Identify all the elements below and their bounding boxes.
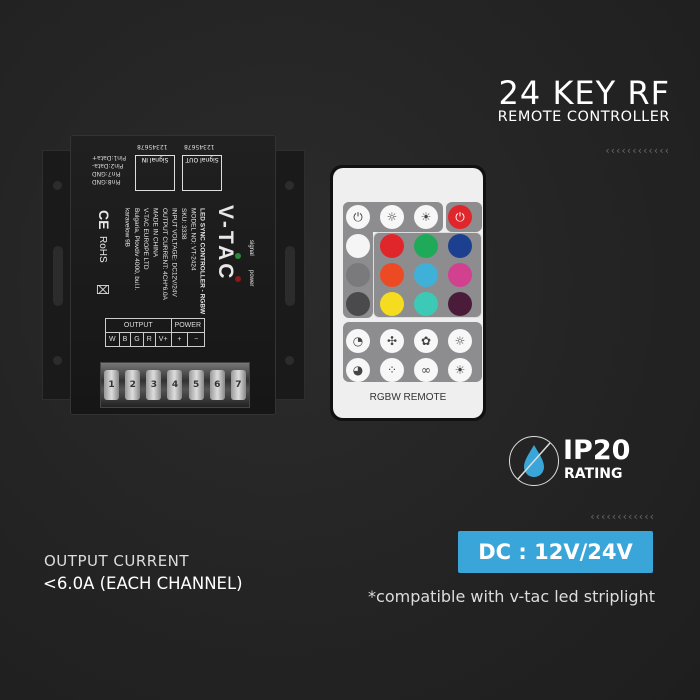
color-key[interactable]	[380, 263, 404, 287]
terminal-screw[interactable]: 6	[209, 370, 225, 400]
color-key[interactable]	[448, 263, 472, 287]
power-off-icon[interactable]: ⏻	[346, 205, 370, 229]
device-label: LED SYNC CONTROLLER - RGBW MODEL NO: VT-…	[123, 208, 206, 315]
terminal-screw[interactable]: 2	[125, 370, 141, 400]
terminal-screw[interactable]: 7	[230, 370, 246, 400]
color-key[interactable]	[346, 234, 370, 258]
mode-fan-icon[interactable]: ✣	[380, 329, 404, 353]
subtitle: REMOTE CONTROLLER	[497, 109, 670, 125]
terminal-screw[interactable]: 3	[146, 370, 162, 400]
ip-rating-label: RATING	[564, 466, 623, 482]
port-pins-in: 12345678	[137, 143, 168, 150]
port-pins-out: 12345678	[184, 143, 215, 150]
color-key[interactable]	[380, 234, 404, 258]
terminal-block[interactable]: 1 2 3 4 5 6 7	[100, 362, 250, 408]
signal-label: signal	[248, 240, 254, 256]
title: 24 KEY RF	[498, 74, 670, 112]
brightness-up-icon[interactable]: ☼	[380, 205, 404, 229]
color-key[interactable]	[414, 292, 438, 316]
output-current-value: <6.0A (EACH CHANNEL)	[43, 574, 243, 593]
power-label: power	[248, 270, 254, 287]
brand-logo: V-TAC	[214, 205, 237, 282]
power-led	[235, 276, 241, 282]
power-on-icon[interactable]: ⏻	[448, 205, 472, 229]
speed-up-icon[interactable]: ◔	[346, 329, 370, 353]
brightness-down-icon[interactable]: ☀	[414, 205, 438, 229]
flash-icon[interactable]: ∞	[414, 358, 438, 382]
color-key[interactable]	[414, 263, 438, 287]
voltage-badge: DC : 12V/24V	[458, 531, 653, 573]
color-key[interactable]	[380, 292, 404, 316]
port-signal-in[interactable]: Signal IN	[135, 155, 175, 191]
fade-icon[interactable]: ⁘	[380, 358, 404, 382]
weee-bin-icon: ⌧	[96, 283, 110, 297]
chevron-decor: ‹‹‹‹‹‹‹‹‹‹‹‹	[590, 510, 655, 523]
remote-label: RGBW REMOTE	[369, 392, 447, 403]
color-key[interactable]	[346, 263, 370, 287]
white-up-icon[interactable]: ☼	[448, 329, 472, 353]
color-key[interactable]	[346, 292, 370, 316]
ce-mark: CE	[96, 210, 112, 230]
rohs-mark: RoHS	[97, 236, 108, 263]
water-drop-crossed-icon	[509, 436, 559, 486]
terminal-screw[interactable]: 1	[104, 370, 120, 400]
ip-code: IP20	[563, 435, 631, 466]
port-signal-out[interactable]: Signal OUT	[182, 155, 222, 191]
mode-flower-icon[interactable]: ✿	[414, 329, 438, 353]
terminal-screw[interactable]: 4	[167, 370, 183, 400]
mounting-flange-left	[42, 150, 74, 400]
speed-down-icon[interactable]: ◕	[346, 358, 370, 382]
white-down-icon[interactable]: ☀	[448, 358, 472, 382]
color-key[interactable]	[448, 292, 472, 316]
color-key[interactable]	[448, 234, 472, 258]
chevron-decor: ‹‹‹‹‹‹‹‹‹‹‹‹	[605, 144, 670, 157]
compatibility-note: *compatible with v-tac led striplight	[368, 587, 655, 606]
mounting-flange-right	[272, 150, 305, 400]
color-key[interactable]	[414, 234, 438, 258]
terminal-screw[interactable]: 5	[188, 370, 204, 400]
signal-led	[235, 253, 241, 259]
output-current-label: OUTPUT CURRENT	[44, 552, 190, 570]
remote-control: RGBW REMOTE ⏻ ☼ ☀ ⏻ ◔ ✣ ✿ ☼ ◕ ⁘ ∞ ☀	[330, 165, 486, 421]
